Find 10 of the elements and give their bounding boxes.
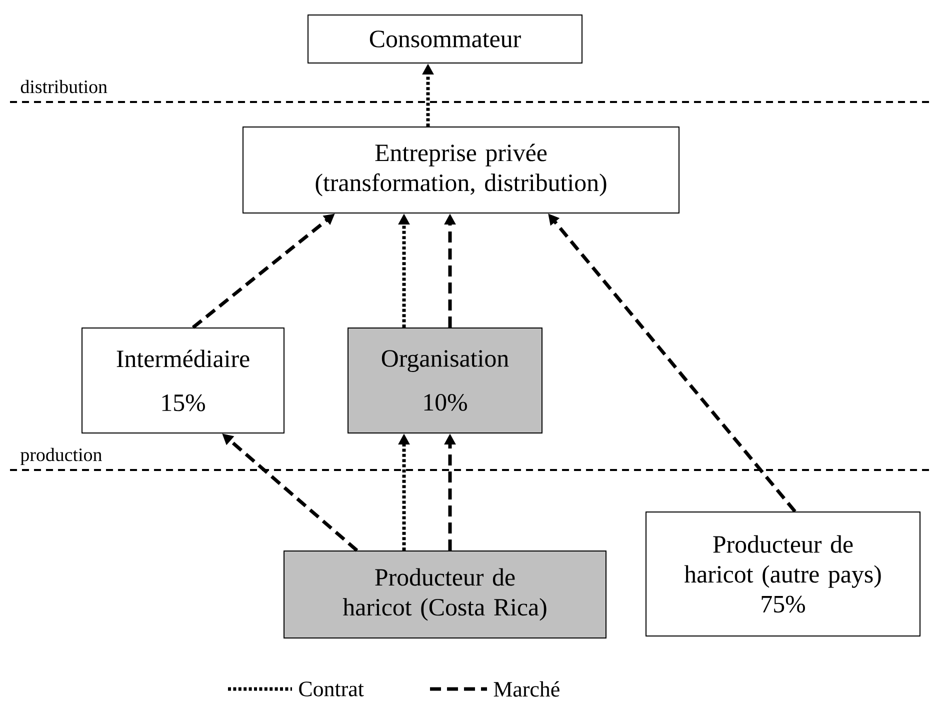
process-box: Entreprise privée (transformation, distribution) [242,126,680,214]
section-label: production [20,448,102,466]
section-label: distribution [20,80,108,94]
process-box: Organisation 10% [348,328,542,434]
process-box: Producteur de haricot (autre pays) 75% [646,512,920,636]
process-box: Producteur de haricot (Costa Rica) [284,550,606,638]
legend-label: Marché [494,681,560,697]
process-box: Consommateur [308,14,582,64]
legend-label: Contrat [299,682,364,696]
process-box: Intermédiaire 15% [82,328,284,434]
